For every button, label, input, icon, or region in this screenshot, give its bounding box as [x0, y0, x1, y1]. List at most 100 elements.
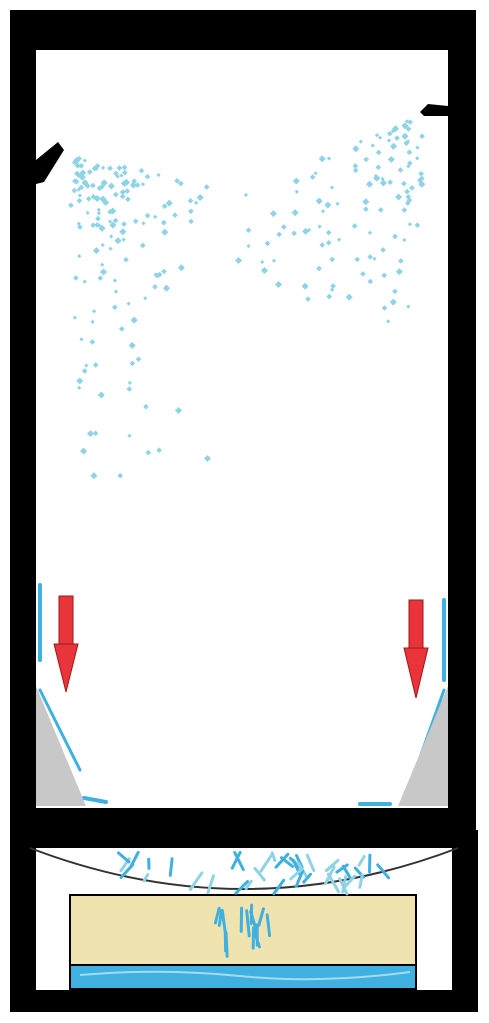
collection-tank: [69, 894, 417, 966]
spray-droplet: [109, 207, 117, 215]
spray-droplet: [409, 185, 415, 191]
spray-droplet: [377, 207, 384, 213]
spray-droplet: [417, 177, 423, 184]
spray-droplet: [402, 237, 407, 243]
spray-droplet: [100, 179, 108, 187]
spray-droplet: [129, 360, 136, 367]
spray-droplet: [76, 197, 83, 204]
spray-droplet: [367, 278, 374, 285]
left-down-arrow: [53, 595, 79, 693]
spray-droplet: [174, 177, 180, 184]
spray-droplet: [132, 218, 139, 225]
splash-streak: [119, 863, 135, 879]
splash-streak: [357, 855, 366, 867]
spray-droplet: [405, 193, 412, 200]
spray-droplet: [161, 228, 169, 236]
splash-streak: [280, 856, 295, 868]
spray-droplet: [92, 430, 99, 437]
spray-droplet: [245, 227, 252, 234]
spray-droplet: [121, 237, 126, 242]
spray-droplet: [135, 356, 142, 363]
spray-droplet: [380, 176, 385, 182]
spray-droplet: [122, 169, 128, 176]
spray-droplet: [395, 193, 403, 201]
separator-bar: [10, 808, 476, 848]
spray-droplet: [419, 133, 425, 140]
spray-droplet: [243, 192, 249, 198]
tank-drip: [245, 909, 251, 938]
spray-droplet: [330, 283, 336, 289]
spray-droplet: [118, 326, 125, 332]
splash-streak: [376, 863, 391, 880]
spray-droplet: [193, 200, 199, 206]
spray-droplet: [324, 201, 332, 209]
water-ripple: [79, 970, 411, 981]
splash-streak: [230, 850, 242, 870]
splash-streak: [142, 873, 150, 883]
spray-droplet: [301, 282, 309, 290]
spray-droplet: [76, 377, 84, 385]
splash-streak: [274, 852, 290, 869]
spray-droplet: [111, 304, 118, 311]
top-wall: [10, 10, 476, 50]
spray-droplet: [116, 165, 123, 171]
spray-droplet: [407, 119, 413, 125]
spray-droplet: [329, 185, 335, 190]
spray-droplet: [161, 219, 167, 226]
spray-droplet: [188, 218, 194, 225]
spray-droplet: [140, 182, 146, 187]
spray-droplet: [367, 254, 374, 260]
spray-droplet: [367, 230, 373, 235]
spray-droplet: [387, 179, 394, 186]
spray-droplet: [143, 296, 148, 301]
spray-droplet: [203, 454, 212, 463]
splash-streak: [188, 871, 204, 891]
spray-droplet: [162, 284, 171, 292]
spray-droplet: [97, 391, 105, 399]
spray-droplet: [84, 183, 91, 189]
spray-droplet: [401, 122, 409, 130]
spray-droplet: [414, 222, 421, 229]
spray-droplet: [96, 207, 101, 213]
spray-droplet: [397, 167, 404, 173]
spray-droplet: [398, 258, 404, 264]
spray-droplet: [406, 304, 411, 309]
spray-droplet: [196, 193, 204, 202]
spray-droplet: [405, 139, 411, 144]
spray-droplet: [375, 164, 382, 171]
spray-droplet: [102, 198, 110, 207]
left-spray-nozzle: [36, 142, 64, 184]
spray-droplet: [407, 222, 413, 227]
curved-drain-plate: [29, 847, 459, 890]
spray-droplet: [415, 156, 420, 161]
spray-droplet: [112, 191, 119, 198]
spray-droplet: [130, 316, 138, 324]
spray-droplet: [90, 472, 98, 480]
spray-droplet: [305, 296, 311, 302]
spray-droplet: [120, 179, 128, 188]
spray-droplet: [95, 215, 101, 222]
splash-streak: [324, 858, 340, 872]
spray-droplet: [291, 209, 299, 217]
spray-droplet: [172, 212, 178, 218]
spray-droplet: [316, 265, 322, 272]
spray-droplet: [126, 386, 133, 392]
spray-droplet: [161, 203, 168, 210]
spray-droplet: [119, 193, 126, 200]
spray-droplet: [418, 170, 425, 177]
spray-droplet: [141, 221, 146, 226]
spray-droplet: [280, 224, 287, 230]
splash-streak: [234, 880, 249, 895]
spray-droplet: [119, 173, 124, 178]
splash-streak: [272, 878, 286, 896]
spray-droplet: [90, 182, 96, 189]
splash-streak: [342, 874, 357, 890]
spray-droplet: [292, 177, 300, 185]
spray-droplet: [302, 227, 310, 235]
spray-droplet: [363, 206, 369, 213]
spray-droplet: [415, 145, 420, 150]
spray-droplet: [188, 208, 194, 215]
spray-droplet: [370, 143, 375, 148]
